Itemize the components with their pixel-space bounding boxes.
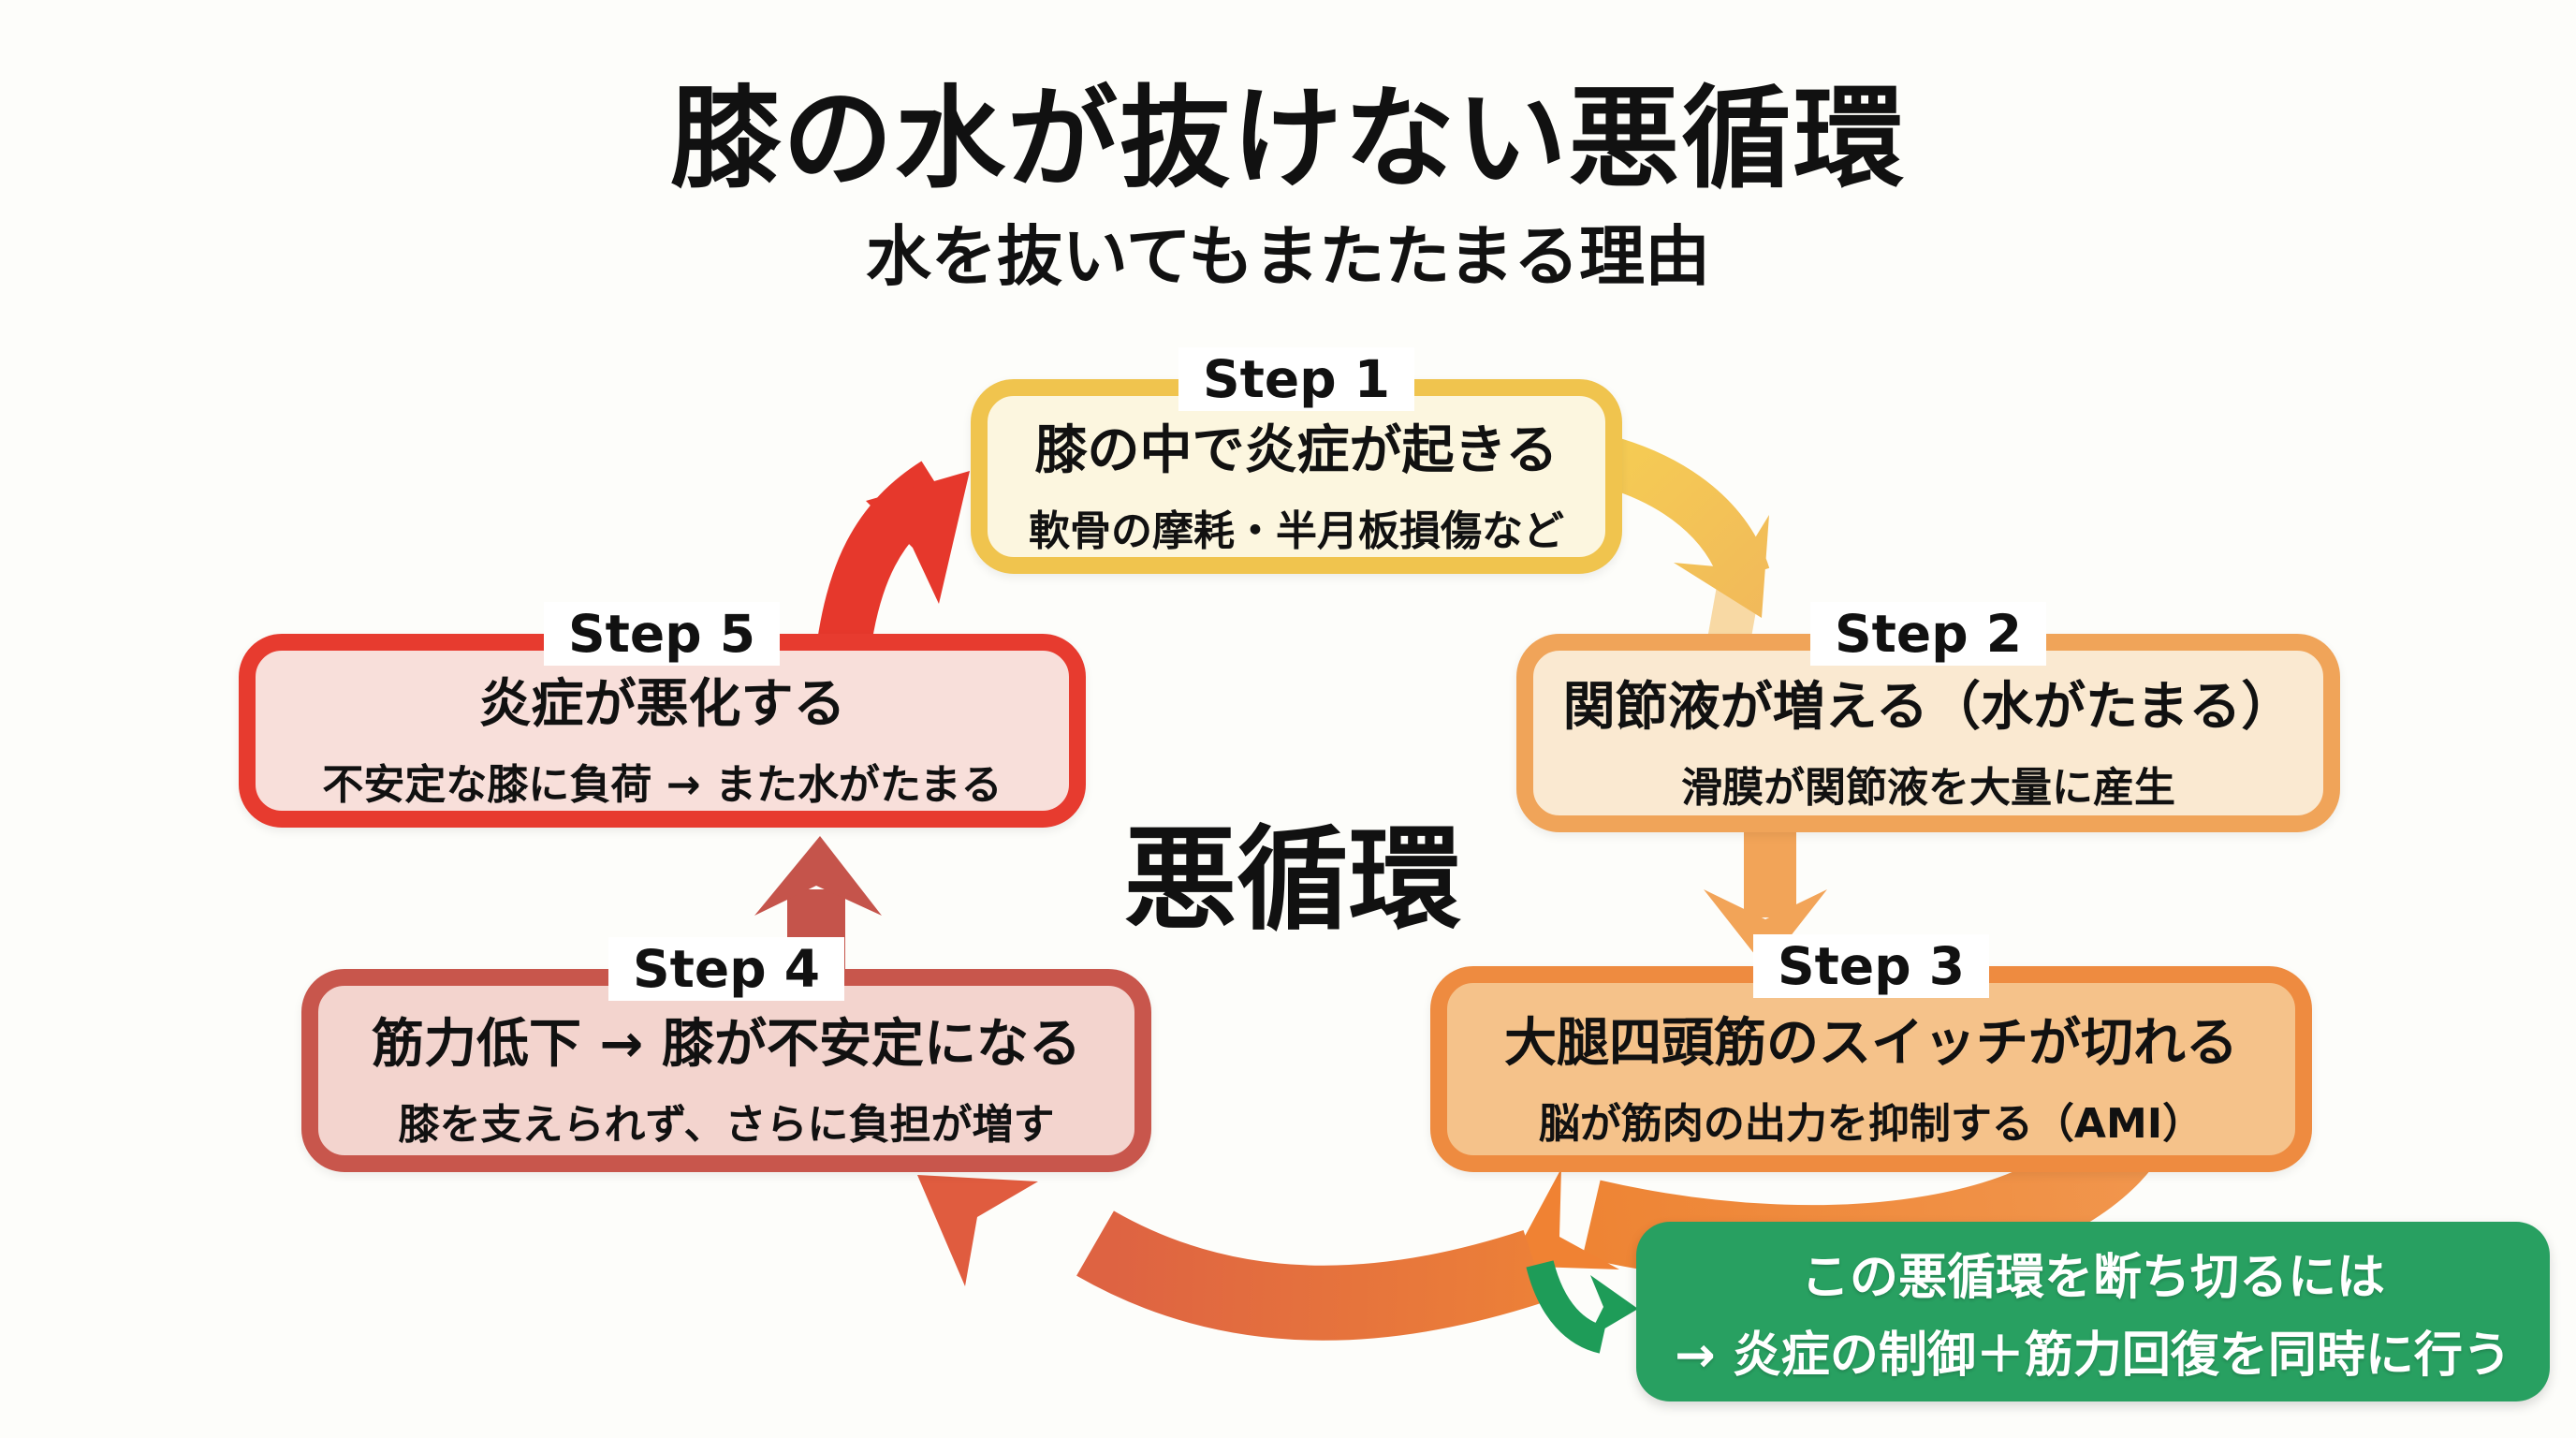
step1-heading: 膝の中で炎症が起きる	[1034, 419, 1559, 481]
callout-line1: この悪循環を断ち切るには	[1800, 1250, 2385, 1306]
page-title: 膝の水が抜けない悪循環	[669, 74, 1906, 203]
step5-box: 炎症が悪化する 不安定な膝に負荷 → また水がたまる	[239, 634, 1086, 828]
step2-detail: 滑膜が関節液を大量に産生	[1681, 763, 2175, 812]
break-cycle-callout: この悪循環を断ち切るには → 炎症の制御＋筋力回復を同時に行う	[1636, 1222, 2550, 1401]
callout-line2: → 炎症の制御＋筋力回復を同時に行う	[1675, 1328, 2511, 1384]
step2-box: 関節液が増える（水がたまる） 滑膜が関節液を大量に産生	[1516, 634, 2340, 832]
step2-heading: 関節液が増える（水がたまる）	[1562, 676, 2294, 738]
step1-box: 膝の中で炎症が起きる 軟骨の摩耗・半月板損傷など	[971, 379, 1622, 574]
step3-box: 大腿四頭筋のスイッチが切れる 脳が筋肉の出力を抑制する（AMI）	[1430, 966, 2312, 1172]
cycle-center-label: 悪循環	[1124, 815, 1461, 946]
page-subtitle: 水を抜いてもまたたまる理由	[865, 218, 1711, 295]
step5-label: Step 5	[544, 602, 780, 666]
step4-heading: 筋力低下 → 膝が不安定になる	[372, 1014, 1081, 1075]
arrow-break-out	[1526, 1259, 1638, 1354]
step3-heading: 大腿四頭筋のスイッチが切れる	[1504, 1012, 2238, 1074]
arrow-step1-to-step2	[1606, 438, 1770, 651]
step4-box: 筋力低下 → 膝が不安定になる 膝を支えられず、さらに負担が増す	[301, 969, 1151, 1172]
arrow-sweep-to-step4	[917, 1175, 1547, 1341]
step2-label: Step 2	[1810, 602, 2046, 666]
step3-label: Step 3	[1753, 934, 1989, 998]
step5-detail: 不安定な膝に負荷 → また水がたまる	[322, 761, 1003, 809]
step4-label: Step 4	[608, 937, 844, 1001]
step1-label: Step 1	[1178, 347, 1414, 411]
step3-detail: 脳が筋肉の出力を抑制する（AMI）	[1538, 1099, 2204, 1148]
step4-detail: 膝を支えられず、さらに負担が増す	[398, 1101, 1055, 1149]
step5-heading: 炎症が悪化する	[478, 674, 846, 735]
step1-detail: 軟骨の摩耗・半月板損傷など	[1029, 506, 1564, 555]
